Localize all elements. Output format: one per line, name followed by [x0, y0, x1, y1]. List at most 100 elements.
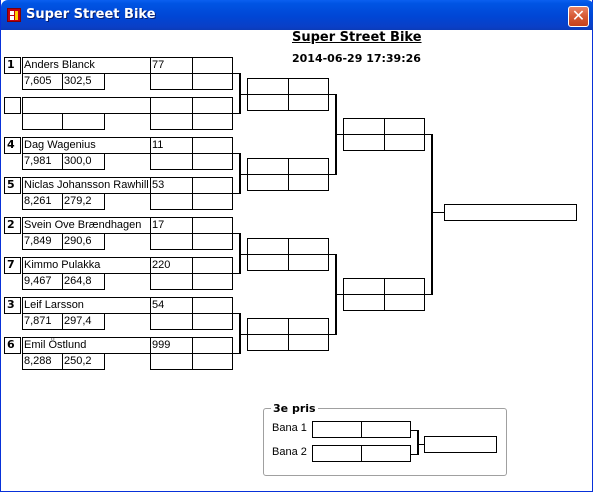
quarter-winner-right[interactable]: [288, 238, 329, 255]
rider-speed-field[interactable]: [62, 113, 105, 130]
round1-result-field-a[interactable]: [150, 113, 193, 130]
round1-result-field-a[interactable]: [150, 273, 193, 290]
rider-number-field[interactable]: [150, 97, 193, 114]
rider-speed-field[interactable]: 264,8: [62, 273, 105, 290]
quarter-winner-b-left[interactable]: [247, 334, 289, 351]
quarter-winner-b-right[interactable]: [288, 94, 329, 111]
quarter-winner-b-left[interactable]: [247, 254, 289, 271]
round1-result-field[interactable]: [192, 177, 233, 194]
round1-result-field-b[interactable]: [192, 233, 233, 250]
round1-result-field-b[interactable]: [192, 273, 233, 290]
rider-name-field[interactable]: Svein Ove Brændhagen: [22, 217, 151, 234]
semi-winner-b-left[interactable]: [343, 134, 385, 151]
rider-time-field[interactable]: 8,288: [22, 353, 63, 370]
quarter-winner-left[interactable]: [247, 158, 289, 175]
quarter-winner-b-right[interactable]: [288, 334, 329, 351]
rider-number-field[interactable]: 53: [150, 177, 193, 194]
bracket-line: [232, 113, 239, 114]
rider-speed-field[interactable]: 290,6: [62, 233, 105, 250]
rider-number-field[interactable]: 54: [150, 297, 193, 314]
round1-result-field-b[interactable]: [192, 73, 233, 90]
round1-result-field[interactable]: [192, 97, 233, 114]
quarter-winner-left[interactable]: [247, 318, 289, 335]
round1-result-field-b[interactable]: [192, 113, 233, 130]
semi-winner-left[interactable]: [343, 118, 385, 135]
rider-time-field[interactable]: 9,467: [22, 273, 63, 290]
quarter-winner-right[interactable]: [288, 318, 329, 335]
round1-result-field-b[interactable]: [192, 353, 233, 370]
quarter-winner-b-left[interactable]: [247, 174, 289, 191]
rider-number-field[interactable]: 17: [150, 217, 193, 234]
quarter-winner-right[interactable]: [288, 158, 329, 175]
semi-winner-left[interactable]: [343, 278, 385, 295]
bracket-line: [419, 444, 424, 445]
rider-speed-field[interactable]: 279,2: [62, 193, 105, 210]
lane1-left[interactable]: [312, 421, 362, 438]
rider-number-field[interactable]: 999: [150, 337, 193, 354]
semi-winner-b-right[interactable]: [384, 294, 425, 311]
third-place-winner[interactable]: [424, 436, 497, 453]
round1-result-field[interactable]: [192, 57, 233, 74]
seed-number: 4: [4, 137, 21, 154]
rider-number-field[interactable]: 220: [150, 257, 193, 274]
round1-result-field-b[interactable]: [192, 193, 233, 210]
rider-number-field[interactable]: 77: [150, 57, 193, 74]
rider-name-field[interactable]: Kimmo Pulakka: [22, 257, 151, 274]
rider-time-field[interactable]: 7,849: [22, 233, 63, 250]
semi-winner-b-left[interactable]: [343, 294, 385, 311]
rider-name-field[interactable]: Dag Wagenius: [22, 137, 151, 154]
rider-speed-field[interactable]: 300,0: [62, 153, 105, 170]
semi-winner-right[interactable]: [384, 118, 425, 135]
winner-field[interactable]: [444, 204, 577, 221]
round1-result-field-a[interactable]: [150, 193, 193, 210]
lane2-left[interactable]: [312, 445, 362, 462]
rider-name-field[interactable]: Emil Östlund: [22, 337, 151, 354]
rider-time-field[interactable]: [22, 113, 63, 130]
round1-result-field[interactable]: [192, 217, 233, 234]
round1-result-field[interactable]: [192, 137, 233, 154]
bracket-line: [425, 134, 431, 135]
rider-time-field[interactable]: 8,261: [22, 193, 63, 210]
rider-time-field[interactable]: 7,605: [22, 73, 63, 90]
round1-result-field-a[interactable]: [150, 153, 193, 170]
rider-speed-field[interactable]: 250,2: [62, 353, 105, 370]
semi-winner-b-right[interactable]: [384, 134, 425, 151]
bracket-line: [239, 94, 247, 95]
semi-winner-right[interactable]: [384, 278, 425, 295]
quarter-winner-right[interactable]: [288, 78, 329, 95]
lane2-right[interactable]: [361, 445, 411, 462]
round1-result-field-a[interactable]: [150, 73, 193, 90]
round1-result-field-a[interactable]: [150, 353, 193, 370]
rider-time-field[interactable]: 7,981: [22, 153, 63, 170]
rider-speed-field[interactable]: 297,4: [62, 313, 105, 330]
title-bar[interactable]: Super Street Bike ✕: [1, 0, 593, 30]
lane1-right[interactable]: [361, 421, 411, 438]
rider-number-field[interactable]: 11: [150, 137, 193, 154]
round1-result-field-b[interactable]: [192, 313, 233, 330]
seed-number: 3: [4, 297, 21, 314]
round1-result-field-a[interactable]: [150, 233, 193, 250]
bracket-line: [239, 334, 247, 335]
close-button[interactable]: ✕: [568, 6, 589, 27]
round1-result-field[interactable]: [192, 257, 233, 274]
round1-result-field-b[interactable]: [192, 153, 233, 170]
quarter-winner-b-right[interactable]: [288, 174, 329, 191]
round1-result-field[interactable]: [192, 337, 233, 354]
rider-name-field[interactable]: Niclas Johansson Rawhill: [22, 177, 151, 194]
bracket-line: [239, 174, 247, 175]
round1-result-field-a[interactable]: [150, 313, 193, 330]
rider-name-field[interactable]: [22, 97, 151, 114]
window-title: Super Street Bike: [26, 7, 156, 22]
quarter-winner-b-right[interactable]: [288, 254, 329, 271]
quarter-winner-left[interactable]: [247, 78, 289, 95]
quarter-winner-left[interactable]: [247, 238, 289, 255]
page-title: Super Street Bike: [292, 30, 422, 45]
quarter-winner-b-left[interactable]: [247, 94, 289, 111]
rider-name-field[interactable]: Leif Larsson: [22, 297, 151, 314]
rider-speed-field[interactable]: 302,5: [62, 73, 105, 90]
bracket-line: [329, 254, 335, 255]
round1-result-field[interactable]: [192, 297, 233, 314]
rider-name-field[interactable]: Anders Blanck: [22, 57, 151, 74]
rider-time-field[interactable]: 7,871: [22, 313, 63, 330]
third-place-legend: 3e pris: [271, 402, 318, 415]
